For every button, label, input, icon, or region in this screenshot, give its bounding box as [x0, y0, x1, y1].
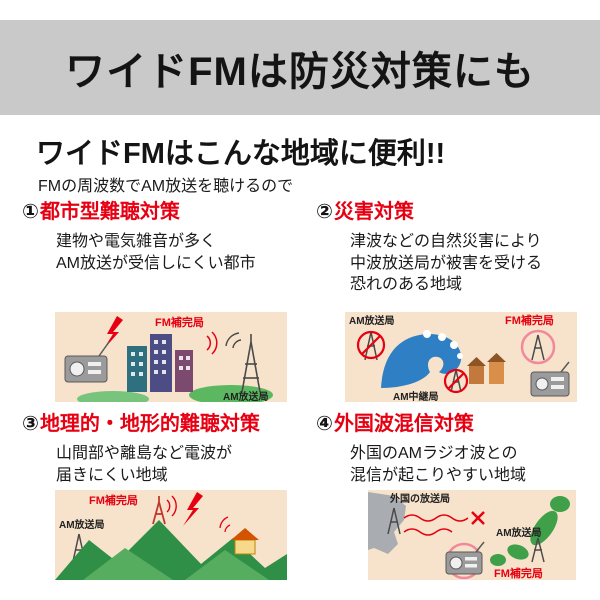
- house-icon: [231, 528, 259, 555]
- am-tower-icon: [531, 537, 545, 563]
- mountain-front: [185, 550, 269, 580]
- interference-waves: [403, 514, 469, 536]
- section-body: 津波などの自然災害により 中波放送局が被害を受ける 恐れのある地域: [350, 233, 543, 294]
- radio-icon: [445, 541, 485, 575]
- section-body: 外国のAMラジオ波との 混信が起こりやすい地域: [350, 445, 527, 484]
- am-station-label: AM放送局: [349, 314, 395, 327]
- am-station-label: AM放送局: [496, 526, 542, 539]
- city-scene: FM補完局 AM放送局: [64, 315, 273, 402]
- section-foreign-interference: ④ 外国波混信対策 外国のAMラジオ波との 混信が起こりやすい地域 外国の放送局: [316, 413, 600, 580]
- mountain-front: [83, 548, 173, 580]
- fm-station-label: FM補完局: [494, 566, 543, 580]
- illustration-mountains: FM補完局 AM放送局: [55, 490, 287, 580]
- mountain-scene: FM補完局 AM放送局: [55, 492, 287, 580]
- tsunami-scene: AM放送局: [349, 313, 570, 402]
- hill: [77, 391, 149, 402]
- japan-map: [490, 496, 570, 566]
- am-tower-icon: [241, 334, 261, 393]
- banner: ワイドFMは防災対策にも: [0, 20, 600, 115]
- radio-icon: [64, 341, 110, 383]
- map-scene: 外国の放送局 AM放送局: [368, 492, 570, 580]
- highlight-circle: [520, 329, 556, 365]
- section-body: 山間部や離島など電波が 届きにくい地域: [56, 445, 233, 484]
- fm-waves: [166, 495, 177, 517]
- fm-waves: [206, 331, 218, 355]
- prohibited-icon: [443, 368, 469, 394]
- foreign-tower-icon: [387, 507, 401, 535]
- wave-foam: [423, 330, 463, 359]
- am-station-label: AM放送局: [223, 390, 269, 402]
- illustration-tsunami: AM放送局: [345, 312, 577, 402]
- fm-tower-icon: [152, 496, 166, 525]
- section-body: 建物や電気雑音が多く AM放送が受信しにくい都市: [56, 233, 256, 272]
- section-number: ③: [22, 413, 39, 435]
- illustration-city: FM補完局 AM放送局: [55, 312, 287, 402]
- section-heading-row: ① 都市型難聴対策: [22, 201, 306, 224]
- tsunami-wave: [381, 333, 462, 388]
- section-heading: 都市型難聴対策: [39, 201, 180, 223]
- section-urban: ① 都市型難聴対策 建物や電気雑音が多く AM放送が受信しにくい都市: [22, 201, 306, 402]
- page-subtitle: FMの周波数でAM放送を聴けるので: [38, 178, 294, 195]
- fm-tower-icon: [531, 334, 545, 361]
- section-number: ④: [316, 413, 333, 435]
- foreign-landmass: [368, 492, 406, 554]
- damaged-buildings: [467, 353, 506, 384]
- relay-station-label: AM中継局: [393, 390, 439, 402]
- lightning-icon: [183, 492, 203, 526]
- section-number: ②: [316, 201, 333, 223]
- fm-station-label: FM補完局: [505, 313, 554, 327]
- section-heading: 外国波混信対策: [333, 413, 474, 435]
- fm-station-label: FM補完局: [89, 493, 138, 507]
- section-disaster: ② 災害対策 津波などの自然災害により 中波放送局が被害を受ける 恐れのある地域…: [316, 201, 600, 402]
- section-heading-row: ② 災害対策: [316, 201, 600, 224]
- fm-station-label: FM補完局: [155, 315, 204, 329]
- lightning-icon: [103, 316, 123, 350]
- foreign-station-label: 外国の放送局: [389, 492, 450, 505]
- buildings: [127, 334, 193, 392]
- illustration-map: 外国の放送局 AM放送局: [368, 490, 576, 580]
- hill: [189, 385, 273, 402]
- radio-icon: [530, 361, 570, 397]
- am-station-label: AM放送局: [59, 518, 105, 531]
- section-heading: 災害対策: [333, 201, 414, 223]
- receive-waves: [219, 516, 231, 533]
- section-heading-row: ③ 地理的・地形的難聴対策: [22, 413, 306, 436]
- am-waves: [225, 332, 242, 349]
- banner-title: ワイドFMは防災対策にも: [65, 49, 535, 94]
- section-heading: 地理的・地形的難聴対策: [39, 413, 260, 435]
- section-heading-row: ④ 外国波混信対策: [316, 413, 600, 436]
- page-title: ワイドFMはこんな地域に便利!!: [36, 138, 446, 170]
- section-geographic: ③ 地理的・地形的難聴対策 山間部や離島など電波が 届きにくい地域 FM補完局 …: [22, 413, 306, 580]
- interference-x: [471, 511, 485, 525]
- section-number: ①: [22, 201, 39, 223]
- prohibited-icon: [356, 330, 386, 360]
